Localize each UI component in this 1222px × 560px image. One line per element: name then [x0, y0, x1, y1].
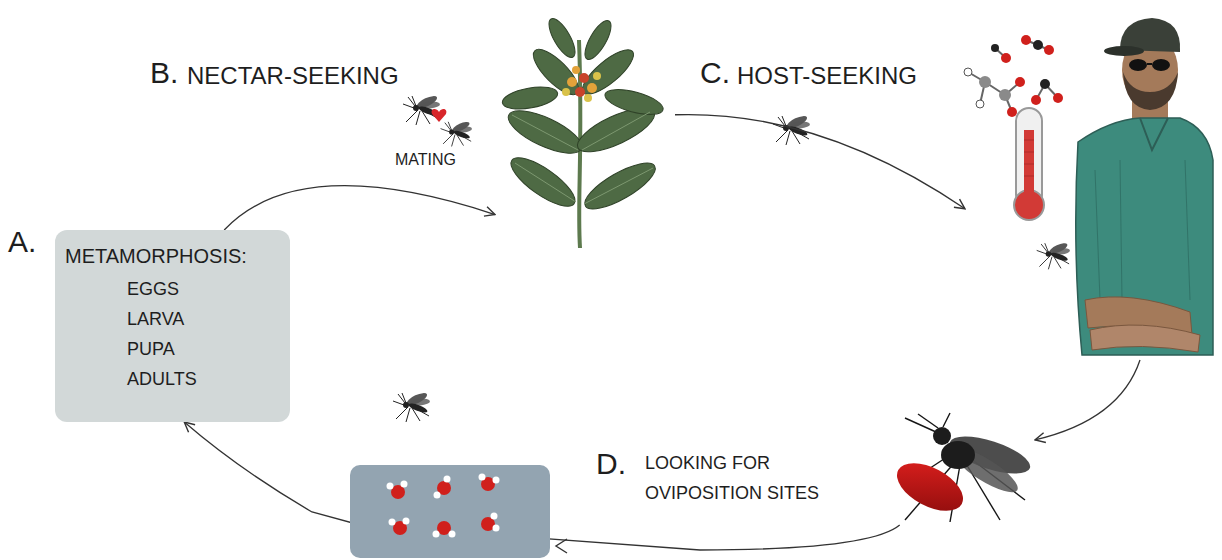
- thermometer: [1014, 108, 1044, 220]
- stage-item: LARVA: [65, 304, 276, 334]
- plant: [501, 15, 666, 248]
- stage-letter: A.: [8, 224, 36, 260]
- stage-title: NECTAR-SEEKING: [187, 62, 399, 91]
- stage-letter: B.: [150, 55, 178, 91]
- blood-fed-mosquito: [889, 413, 1034, 522]
- stage-letter: C.: [700, 55, 730, 91]
- resting-mosquito: [393, 391, 430, 422]
- cycle-arrow: [1035, 360, 1140, 440]
- arrow-head: [556, 539, 567, 553]
- stage-letter: D.: [596, 446, 626, 482]
- mating-mosquitoes: [403, 94, 472, 147]
- stage-area: C.HOST-SEEKING: [965, 0, 1215, 360]
- flying-mosquito: [773, 114, 810, 145]
- water-box: [350, 465, 550, 558]
- odour-molecules: [964, 35, 1063, 117]
- cycle-arrow: [224, 186, 495, 230]
- stage-box: A.METAMORPHOSIS:EGGSLARVAPUPAADULTS: [55, 230, 290, 422]
- stage-area: D.LOOKING FOR OVIPOSITION SITES: [870, 410, 1035, 525]
- stage-item: ADULTS: [65, 364, 276, 394]
- cycle-arrow: [675, 115, 965, 209]
- stage-title: HOST-SEEKING: [737, 62, 917, 91]
- stage-note: MATING: [395, 150, 456, 169]
- stage-title: METAMORPHOSIS:: [65, 244, 276, 268]
- stage-title: LOOKING FOR OVIPOSITION SITES: [645, 448, 860, 508]
- person: [1037, 18, 1213, 355]
- stage-area: B.NECTAR-SEEKINGMATING: [495, 15, 675, 247]
- stage-item: EGGS: [65, 274, 276, 304]
- stage-item: PUPA: [65, 334, 276, 364]
